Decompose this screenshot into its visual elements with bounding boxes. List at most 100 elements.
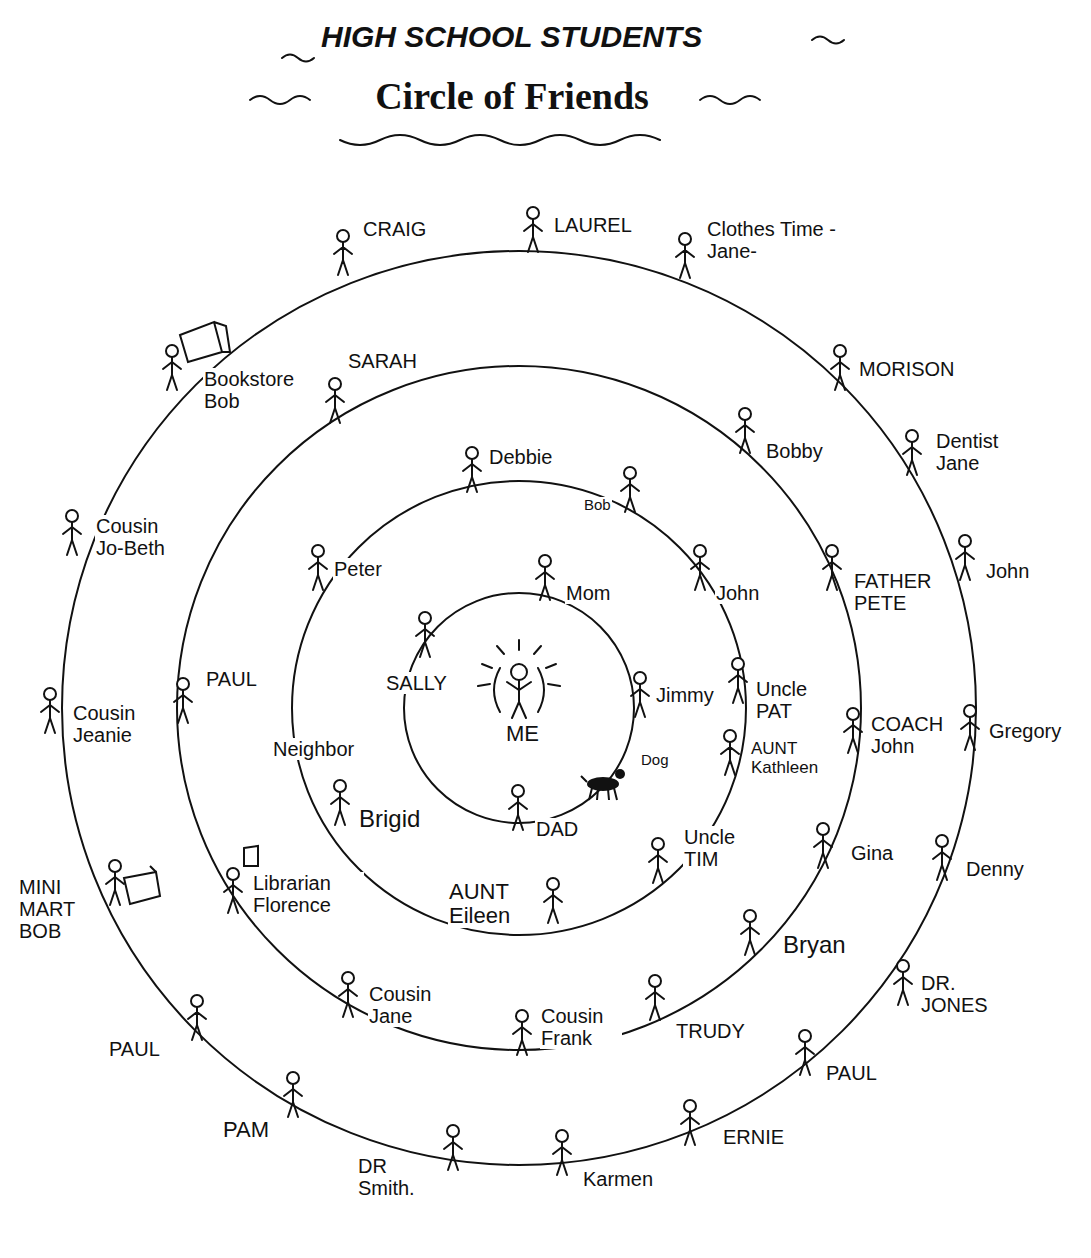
figure-body <box>553 1142 571 1175</box>
figure-body <box>41 700 59 733</box>
friend-circle <box>404 593 634 823</box>
figure-body <box>814 835 832 868</box>
stick-figure <box>416 612 434 657</box>
figure-body <box>416 624 434 657</box>
figure-head <box>732 658 744 670</box>
title-squiggle <box>700 96 760 104</box>
me-paren <box>538 668 544 712</box>
stick-figures <box>41 207 979 1175</box>
stick-figure <box>956 535 974 580</box>
title-text: Circle of Friends <box>0 76 1024 118</box>
figure-body <box>681 1112 699 1145</box>
figure-head <box>897 960 909 972</box>
mini-mart-cart <box>124 866 160 904</box>
figure-body <box>339 984 357 1017</box>
rings <box>62 251 976 1165</box>
figure-body <box>331 792 349 825</box>
stick-figure <box>536 555 554 600</box>
stick-figure <box>444 1125 462 1170</box>
figure-body <box>536 567 554 600</box>
figure-head <box>287 1072 299 1084</box>
stick-figure <box>463 447 481 492</box>
friend-name: DAD <box>535 818 579 840</box>
stick-figure <box>903 430 921 475</box>
figure-head <box>724 730 736 742</box>
figure-body <box>741 922 759 955</box>
figure-head <box>312 545 324 557</box>
friend-name: AUNT Kathleen <box>750 740 842 777</box>
figure-body <box>823 557 841 590</box>
friend-name: CRAIG <box>362 218 427 240</box>
figure-head <box>906 430 918 442</box>
friend-name: Cousin Jo-Beth <box>95 515 177 559</box>
figure-body <box>509 797 527 830</box>
figure-head <box>684 1100 696 1112</box>
friend-circle <box>62 251 976 1165</box>
friend-name: MORISON <box>858 358 956 380</box>
friend-name: TRUDY <box>675 1020 746 1042</box>
figure-body <box>721 742 739 775</box>
stick-figure <box>326 378 344 423</box>
figure-head <box>964 705 976 717</box>
friend-name: Dog <box>640 752 670 769</box>
title-underline <box>340 135 660 145</box>
friend-name: FATHER PETE <box>853 570 945 614</box>
friend-name: Neighbor <box>272 738 355 760</box>
stick-figure <box>339 972 357 1017</box>
friend-name: Cousin Jeanie <box>72 702 154 746</box>
friend-name: PAM <box>222 1118 270 1142</box>
stick-figure <box>796 1030 814 1075</box>
figure-head <box>652 838 664 850</box>
friend-name: Mom <box>565 582 611 604</box>
figure-body <box>444 1137 462 1170</box>
me-paren <box>494 668 500 712</box>
figure-head <box>649 975 661 987</box>
stick-figure <box>513 1010 531 1055</box>
figure-body <box>831 357 849 390</box>
figure-head <box>959 535 971 547</box>
figure-head <box>109 860 121 872</box>
friend-name: PAUL <box>205 668 258 690</box>
friend-name: PAUL <box>108 1038 161 1060</box>
figure-head <box>227 868 239 880</box>
friend-name: DR Smith. <box>357 1155 419 1199</box>
friend-name: DR. JONES <box>920 972 997 1016</box>
library-book <box>244 846 258 866</box>
stick-figure <box>544 878 562 923</box>
friend-name: John <box>715 582 760 604</box>
figure-body <box>691 557 709 590</box>
dog-figure <box>581 769 625 800</box>
figure-body <box>729 670 747 703</box>
figure-body <box>894 972 912 1005</box>
stick-figure <box>309 545 327 590</box>
stick-figure <box>224 868 242 913</box>
stick-figure <box>741 910 759 955</box>
book-box <box>180 322 230 362</box>
figure-head <box>679 233 691 245</box>
friend-name: AUNT Eileen <box>448 880 520 928</box>
figure-body <box>163 357 181 390</box>
friend-name: Dentist Jane <box>935 430 1017 474</box>
figure-body <box>844 720 862 753</box>
figure-head <box>556 1130 568 1142</box>
stick-figure <box>524 207 542 252</box>
figure-head <box>634 672 646 684</box>
stick-figure <box>814 823 832 868</box>
figure-body <box>106 872 124 905</box>
stick-figure <box>736 408 754 453</box>
figure-body <box>676 245 694 278</box>
stick-figure <box>681 1100 699 1145</box>
stick-figure <box>631 672 649 717</box>
figure-head <box>834 345 846 357</box>
figure-body <box>224 880 242 913</box>
friend-name: PAUL <box>825 1062 878 1084</box>
figure-body <box>334 242 352 275</box>
stick-figure <box>894 960 912 1005</box>
friend-name: Bryan <box>782 932 847 958</box>
stick-figure <box>646 975 664 1020</box>
friend-name: Bobby <box>765 440 824 462</box>
stick-figure <box>721 730 739 775</box>
friend-name: Cousin Frank <box>540 1005 622 1049</box>
stick-figure <box>649 838 667 883</box>
